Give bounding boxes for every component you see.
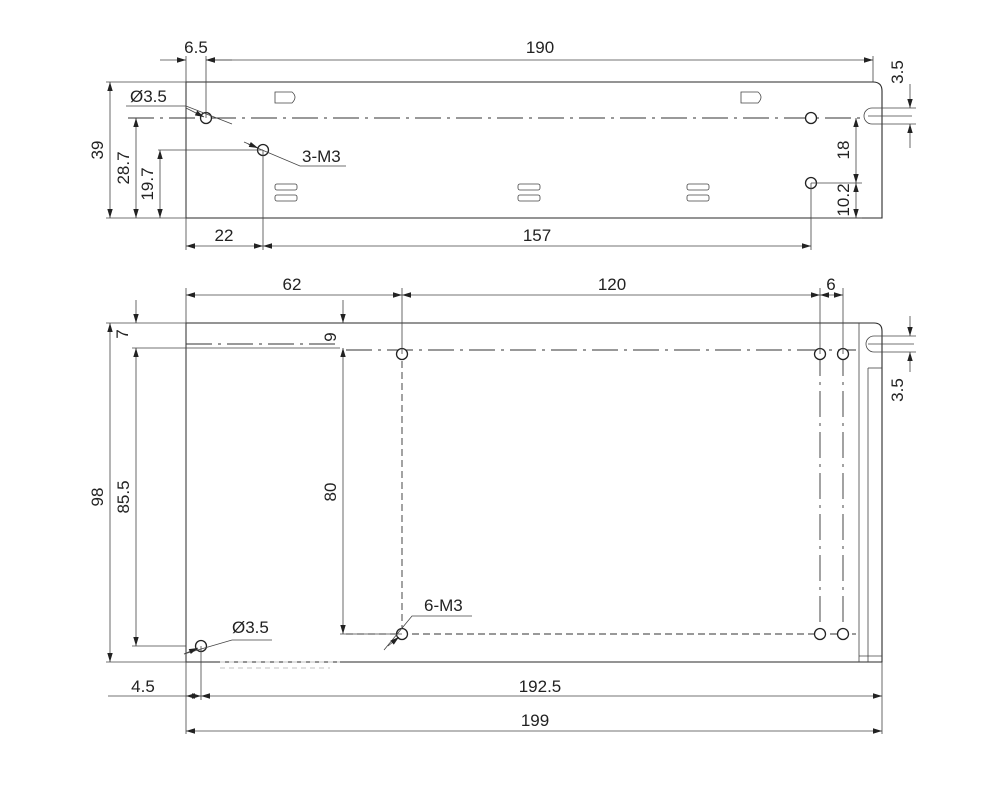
callout-diameter: Ø3.5 (232, 618, 269, 637)
top-view-vent-slot (517, 194, 541, 202)
bottom-view-end-slot (865, 335, 882, 353)
dim-label-80: 80 (321, 483, 340, 502)
dim-label-62: 62 (283, 275, 302, 294)
bottom-view-hole-m3 (836, 627, 850, 641)
dim-label-22: 22 (215, 226, 234, 245)
dim-label-3-5: 3.5 (888, 378, 907, 402)
leader-line (185, 107, 205, 118)
dim-label-18: 18 (834, 141, 853, 160)
callout-diameter: Ø3.5 (130, 87, 167, 106)
dim-label-39: 39 (88, 141, 107, 160)
dim-label-19-7: 19.7 (138, 167, 157, 200)
leader-line (247, 143, 346, 167)
dim-label-98: 98 (88, 488, 107, 507)
dim-label-85-5: 85.5 (114, 480, 133, 513)
dim-label-10-2: 10.2 (834, 183, 853, 216)
top-view-vent-slot (517, 183, 541, 191)
dim-label-199: 199 (521, 711, 549, 730)
bottom-view-hole-m3 (813, 627, 827, 641)
callout-threads: 3-M3 (302, 147, 341, 166)
dim-label-157: 157 (523, 226, 551, 245)
dim-label-4-5: 4.5 (131, 677, 155, 696)
bottom-view-body-outline (185, 322, 883, 663)
top-view: 6.5 190 Ø3.5 3-M3 22 157 39 28.7 19.7 18… (88, 38, 916, 250)
top-view-vent-d-right (740, 91, 762, 104)
dim-label-9: 9 (321, 332, 340, 341)
dim-label-28-7: 28.7 (114, 151, 133, 184)
dim-label-120: 120 (598, 275, 626, 294)
leader-line (387, 636, 400, 647)
dim-label-192-5: 192.5 (519, 677, 562, 696)
top-view-vent-d-left (274, 91, 296, 104)
dim-label-7: 7 (113, 329, 132, 338)
top-view-hole-m3 (804, 111, 818, 125)
top-view-vent-slot (686, 194, 710, 202)
callout-threads: 6-M3 (424, 596, 463, 615)
top-view-vent-slot (686, 183, 710, 191)
dim-label-3-5: 3.5 (888, 60, 907, 84)
top-view-body-outline (185, 81, 883, 219)
leader-line (183, 647, 199, 655)
leader-line (243, 141, 259, 149)
top-view-vent-slot (274, 183, 298, 191)
leader-line (126, 105, 233, 125)
top-view-end-slot (863, 107, 882, 125)
dim-label-6: 6 (826, 275, 835, 294)
dim-label-190: 190 (526, 38, 554, 57)
top-view-vent-slot (274, 194, 298, 202)
dim-label-6-5: 6.5 (184, 38, 208, 57)
bottom-view: 62 120 6 7 9 98 85.5 80 3.5 Ø3.5 6-M3 4.… (88, 275, 916, 734)
leader-line (183, 639, 272, 655)
